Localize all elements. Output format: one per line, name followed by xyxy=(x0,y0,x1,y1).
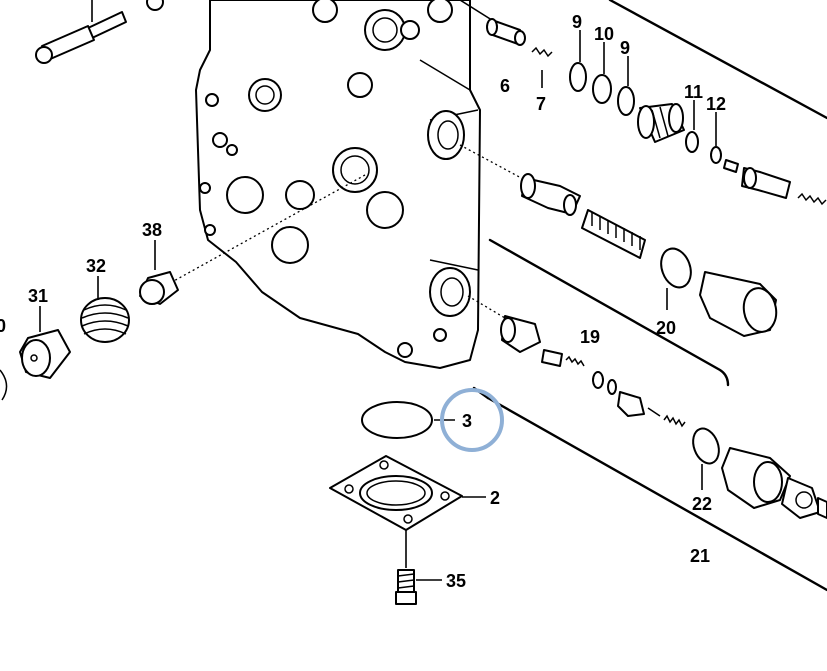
spring-19-icon xyxy=(581,209,646,259)
label-0: 0 xyxy=(0,316,6,336)
label-21: 21 xyxy=(690,546,710,566)
label-10: 10 xyxy=(594,24,614,44)
label-3: 3 xyxy=(462,411,472,431)
seat-icon xyxy=(541,349,563,367)
small-spring-icon xyxy=(565,355,585,367)
label-9a: 9 xyxy=(572,12,582,32)
label-2: 2 xyxy=(490,488,500,508)
label-31: 31 xyxy=(28,286,48,306)
o-ring-9b-icon xyxy=(617,86,635,116)
bolt-35-icon xyxy=(395,569,417,605)
label-6: 6 xyxy=(500,76,510,96)
label-7: 7 xyxy=(536,94,546,114)
label-20: 20 xyxy=(656,318,676,338)
label-35: 35 xyxy=(446,571,466,591)
group-line-top xyxy=(608,0,827,120)
o-ring-9a-icon xyxy=(569,62,587,92)
partial-ring-icon xyxy=(0,369,8,401)
small-ring-icon xyxy=(146,0,164,11)
label-9b: 9 xyxy=(620,38,630,58)
spring-7-icon xyxy=(531,46,553,88)
cap-20-icon xyxy=(699,271,778,337)
poppet-lower-icon xyxy=(617,391,661,417)
plug-21-icon xyxy=(500,315,541,353)
bolt-icon xyxy=(35,0,127,64)
plug-6-icon xyxy=(459,0,526,46)
cap-21-icon xyxy=(721,447,827,519)
plug-19-icon xyxy=(520,173,581,216)
valve-cartridge-icon xyxy=(637,103,685,143)
valve-housing-icon xyxy=(195,0,481,369)
plug-38-icon xyxy=(139,271,179,305)
highlight-circle xyxy=(440,388,504,452)
o-ring-12-icon xyxy=(710,146,722,164)
o-ring-20-icon xyxy=(660,247,692,289)
label-38: 38 xyxy=(142,220,162,240)
spring-lower-icon xyxy=(663,414,686,428)
label-19: 19 xyxy=(580,327,600,347)
poppet-icon xyxy=(723,159,791,199)
label-22: 22 xyxy=(692,494,712,514)
label-12: 12 xyxy=(706,94,726,114)
small-o-ring-icon xyxy=(592,371,604,389)
o-ring-10-icon xyxy=(592,74,612,104)
tiny-o-ring-icon xyxy=(607,379,617,395)
group-bracket-19 xyxy=(488,238,730,387)
spring-32-icon xyxy=(80,297,130,343)
spring-right-icon xyxy=(797,192,827,206)
label-32: 32 xyxy=(86,256,106,276)
group-line-21 xyxy=(486,396,827,592)
cap-31-icon xyxy=(19,329,71,379)
o-ring-11-icon xyxy=(685,131,699,153)
label-11: 11 xyxy=(684,82,703,102)
gasket-2-icon xyxy=(329,455,463,531)
o-ring-3-icon xyxy=(361,401,433,439)
o-ring-22-icon xyxy=(692,427,720,465)
